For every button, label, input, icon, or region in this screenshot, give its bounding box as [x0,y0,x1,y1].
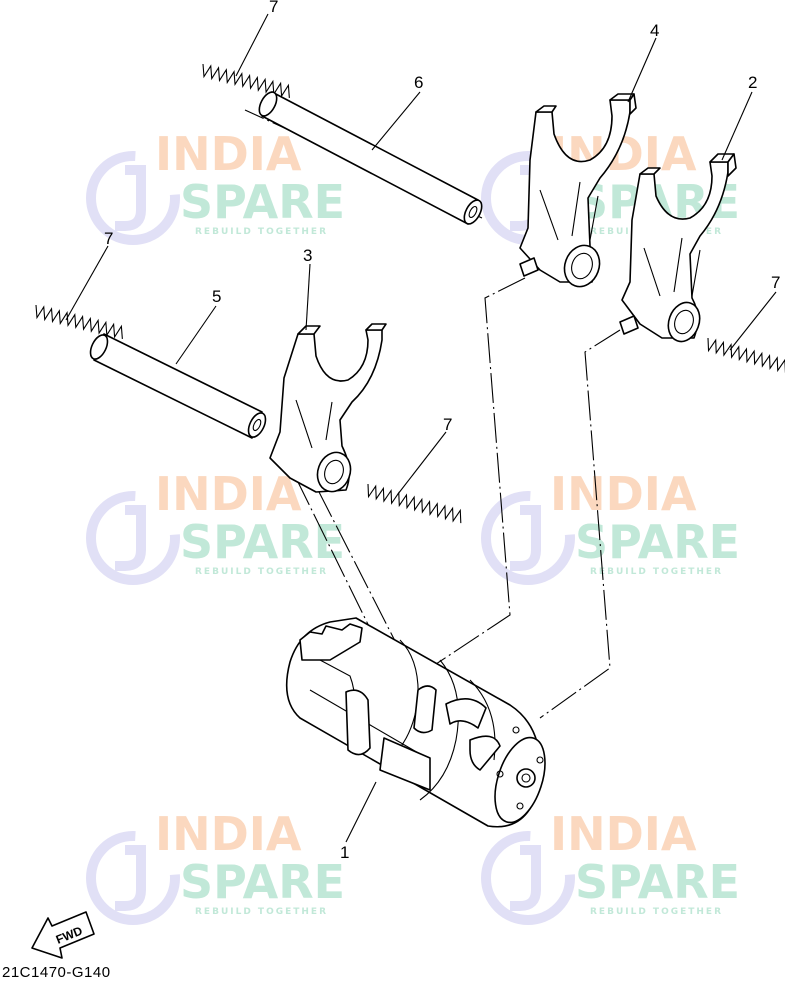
watermark-india-text: INDIA [550,807,697,861]
callout-guide-bar-upper: 6 [414,73,423,92]
watermark-india-text: INDIA [155,467,302,521]
callout-spring-lower-mid: 7 [443,415,452,434]
callout-shift-fork-lower: 3 [303,246,312,265]
watermark-logo: INDIA SPARE REBUILD TOGETHER [86,807,345,925]
watermarks: INDIA SPARE REBUILD TOGETHER INDIA SPARE… [86,127,740,925]
callout-shift-fork-upper: 4 [650,21,659,40]
spring-right[interactable] [705,337,785,373]
callout-spring-right: 7 [771,273,780,292]
guide-bar-lower[interactable] [87,332,269,440]
spring-mid-left[interactable] [33,304,125,339]
watermark-india-text: INDIA [155,807,302,861]
watermark-india-text: INDIA [155,127,302,181]
shift-fork-right[interactable] [619,153,737,346]
watermark-tagline: REBUILD TOGETHER [590,907,723,917]
shift-drum[interactable] [285,617,555,829]
watermark-tagline: REBUILD TOGETHER [590,567,723,577]
watermark-india-text: INDIA [550,467,697,521]
watermark-logo: INDIA SPARE REBUILD TOGETHER [481,467,740,585]
spring-lower-mid[interactable] [365,483,464,524]
watermark-tagline: REBUILD TOGETHER [195,907,328,917]
callout-numbers: 7 6 4 2 7 5 3 7 7 1 [104,0,780,862]
callout-spring-mid-left: 7 [104,229,113,248]
watermark-tagline: REBUILD TOGETHER [195,227,328,237]
watermark-spare-text: SPARE [575,855,740,909]
watermark-logo: INDIA SPARE REBUILD TOGETHER [481,807,740,925]
watermark-spare-text: SPARE [180,855,345,909]
callout-shift-fork-right: 2 [748,73,757,92]
leader-lines [65,13,777,843]
callout-guide-bar-lower: 5 [212,287,221,306]
fwd-arrow: FWD [31,911,95,959]
spring-upper-left[interactable] [200,63,292,98]
watermark-spare-text: SPARE [575,515,740,569]
callout-spring-upper-left: 7 [269,0,278,16]
watermark-logo: INDIA SPARE REBUILD TOGETHER [86,127,345,245]
shift-fork-upper[interactable] [519,93,637,292]
shift-fork-lower[interactable] [269,323,387,496]
diagram-code: 21C1470-G140 [2,964,111,981]
watermark-spare-text: SPARE [180,175,345,229]
watermark-spare-text: SPARE [180,515,345,569]
callout-shift-drum: 1 [340,843,349,862]
guide-bar-upper[interactable] [256,89,486,227]
watermark-tagline: REBUILD TOGETHER [195,567,328,577]
watermark-logo: INDIA SPARE REBUILD TOGETHER [86,467,345,585]
